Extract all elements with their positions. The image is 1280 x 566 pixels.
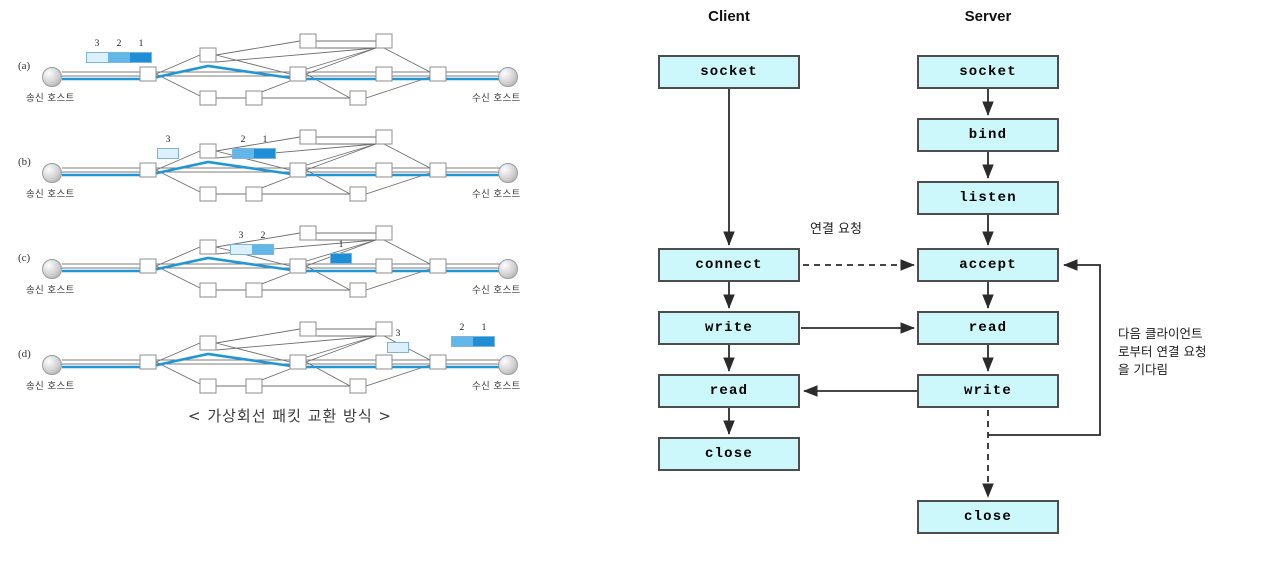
packet-number-3: 3 xyxy=(165,135,171,145)
packet-number-1: 1 xyxy=(338,240,344,250)
packet-number-3: 3 xyxy=(238,231,244,241)
arrow-accept-loopback xyxy=(988,259,1101,436)
column-title-client: Client xyxy=(708,8,750,25)
packet-segment-1 xyxy=(473,337,494,346)
network-topology-b xyxy=(62,129,500,202)
wait-note-line-1: 다음 클라이언트 xyxy=(1118,326,1203,341)
packet-bar xyxy=(232,148,276,159)
packet-segment-3 xyxy=(388,343,408,352)
packet-number-1: 1 xyxy=(262,135,268,145)
vc-row-b: (b) xyxy=(0,118,580,223)
figure-caption: < 가상회선 패킷 교환 방식 > xyxy=(188,407,392,425)
network-topology-a xyxy=(62,33,500,106)
sender-host-label-a: 송신 호스트 xyxy=(26,93,75,104)
packet-segment-3 xyxy=(231,245,252,254)
receiver-host-a xyxy=(498,67,518,87)
sender-host-label-d: 송신 호스트 xyxy=(26,381,75,392)
packet-number-1: 1 xyxy=(138,39,144,49)
sender-host-c xyxy=(42,259,62,279)
receiver-host-c xyxy=(498,259,518,279)
server-step-read[interactable]: read xyxy=(917,311,1059,345)
client-step-read[interactable]: read xyxy=(658,374,800,408)
row-label-d: (d) xyxy=(18,348,31,360)
packet-bar xyxy=(330,253,352,264)
packet-segment-1 xyxy=(331,254,351,263)
row-label-c: (c) xyxy=(18,252,31,264)
sender-host-d xyxy=(42,355,62,375)
server-step-write[interactable]: write xyxy=(917,374,1059,408)
packet-bar xyxy=(230,244,274,255)
packet-number-2: 2 xyxy=(459,323,465,333)
row-label-b: (b) xyxy=(18,156,31,168)
packet-segment-3 xyxy=(87,53,109,62)
server-step-accept[interactable]: accept xyxy=(917,248,1059,282)
packet-number-row: 3 xyxy=(387,329,409,341)
packet-number-2: 2 xyxy=(260,231,266,241)
packet-bar xyxy=(86,52,152,63)
packet-number-row: 3 2 1 xyxy=(86,39,152,51)
packet-number-row: 3 xyxy=(157,135,179,147)
connect-request-label: 연결 요청 xyxy=(810,222,862,237)
sender-host-label-c: 송신 호스트 xyxy=(26,285,75,296)
column-title-server: Server xyxy=(964,8,1012,25)
server-step-close[interactable]: close xyxy=(917,500,1059,534)
wait-note-line-3: 을 기다림 xyxy=(1118,362,1168,377)
wait-next-client-note: 다음 클라이언트 로부터 연결 요청 을 기다림 xyxy=(1118,325,1206,379)
sender-host-label-b: 송신 호스트 xyxy=(26,189,75,200)
vc-row-d: (d) xyxy=(0,310,580,415)
packet-segment-2 xyxy=(108,53,130,62)
packet-segment-3 xyxy=(158,149,178,158)
packet-number-3: 3 xyxy=(395,329,401,339)
network-topology-d xyxy=(62,321,500,394)
packet-number-2: 2 xyxy=(240,135,246,145)
receiver-host-label-d: 수신 호스트 xyxy=(472,381,521,392)
server-step-listen[interactable]: listen xyxy=(917,181,1059,215)
receiver-host-d xyxy=(498,355,518,375)
receiver-host-label-b: 수신 호스트 xyxy=(472,189,521,200)
packet-number-2: 2 xyxy=(116,39,122,49)
client-step-socket[interactable]: socket xyxy=(658,55,800,89)
packet-bar xyxy=(451,336,495,347)
sender-host-b xyxy=(42,163,62,183)
packet-segment-2 xyxy=(233,149,254,158)
packet-number-row: 1 xyxy=(330,240,352,252)
virtual-circuit-figure: (a) xyxy=(0,0,580,440)
packet-segment-2 xyxy=(452,337,473,346)
client-step-write[interactable]: write xyxy=(658,311,800,345)
packet-number-1: 1 xyxy=(481,323,487,333)
packet-bar xyxy=(387,342,409,353)
server-step-socket[interactable]: socket xyxy=(917,55,1059,89)
packet-bar xyxy=(157,148,179,159)
packet-segment-1 xyxy=(254,149,275,158)
row-label-a: (a) xyxy=(18,60,31,72)
sender-host-a xyxy=(42,67,62,87)
network-topology-c xyxy=(62,225,500,298)
receiver-host-label-a: 수신 호스트 xyxy=(472,93,521,104)
client-step-connect[interactable]: connect xyxy=(658,248,800,282)
packet-segment-1 xyxy=(129,53,151,62)
server-step-bind[interactable]: bind xyxy=(917,118,1059,152)
socket-flow-figure: Client Server socket connect write read … xyxy=(620,0,1280,566)
packet-number-3: 3 xyxy=(94,39,100,49)
wait-note-line-2: 로부터 연결 요청 xyxy=(1118,344,1207,359)
vc-row-c: (c) xyxy=(0,214,580,319)
packet-segment-2 xyxy=(252,245,273,254)
receiver-host-label-c: 수신 호스트 xyxy=(472,285,521,296)
vc-row-a: (a) xyxy=(0,22,580,127)
client-step-close[interactable]: close xyxy=(658,437,800,471)
receiver-host-b xyxy=(498,163,518,183)
flow-connectors xyxy=(723,89,1101,498)
